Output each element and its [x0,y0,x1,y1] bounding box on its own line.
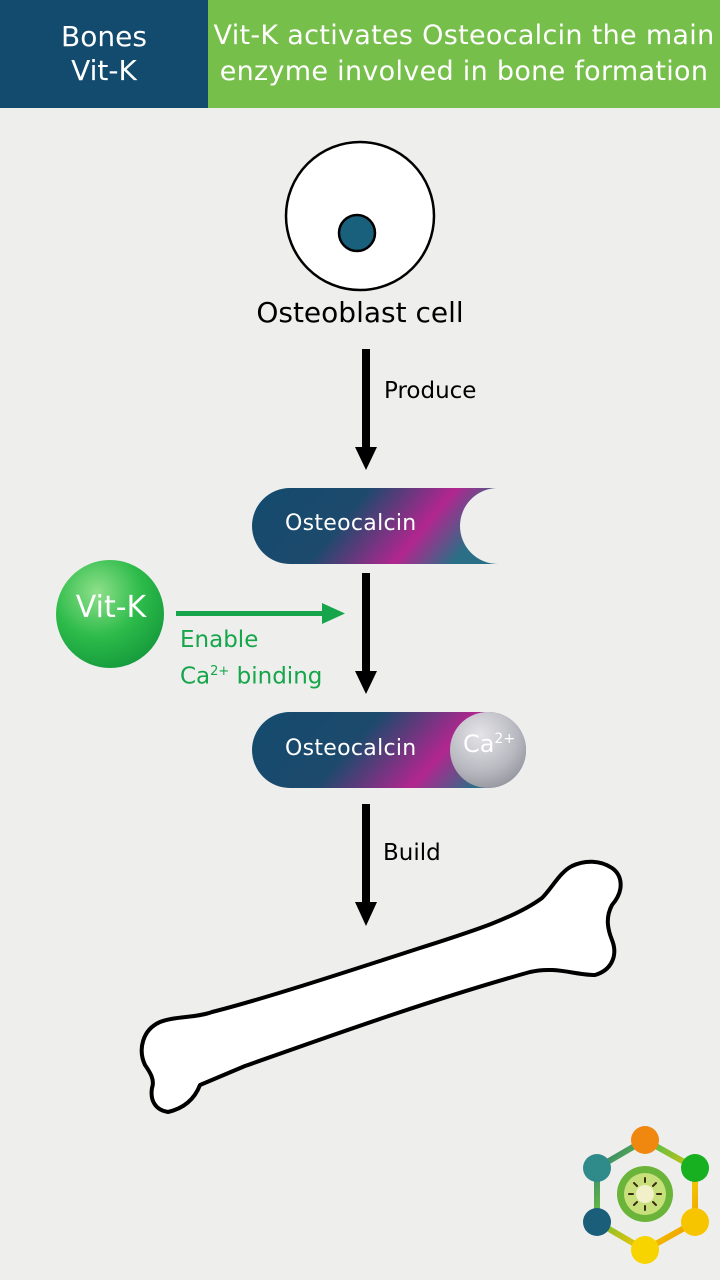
osteocalcin-label: Osteocalcin [285,511,417,536]
bone-icon [139,859,623,1114]
build-arrow [355,804,377,926]
cell-icon [284,140,436,292]
calcium-charge: 2+ [494,731,516,747]
binding-arrow [355,573,377,694]
produce-arrow [355,349,377,470]
vitamin-k-arrow [176,603,345,624]
header-bar: Bones Vit-K Vit-K activates Osteocalcin … [0,0,720,108]
enable-binding-label: Enable Ca2+ binding [180,624,322,693]
topic-tag-line2: Vit-K [71,54,137,87]
enable-line1: Enable [180,627,259,653]
build-label: Build [383,840,441,866]
osteocalcin-bound-label: Osteocalcin [285,736,417,761]
produce-label: Produce [384,378,477,404]
enable-charge: 2+ [210,664,230,679]
vitamin-k-label: Vit-K [75,590,147,625]
enable-ca: Ca [180,663,211,690]
topic-tag-line1: Bones [61,20,147,53]
page-title: Vit-K activates Osteocalcin the main enz… [208,0,720,108]
calcium-ion [450,712,526,788]
calcium-symbol: Ca [462,730,495,758]
calcium-label: Ca2+ [452,730,526,758]
enable-rest: binding [229,663,323,690]
cell-label: Osteoblast cell [256,296,464,329]
vitamin-k-ball [56,560,164,668]
topic-tag: Bones Vit-K [0,0,208,108]
enable-line2: Ca2+ binding [180,656,322,693]
osteocalcin-pill [252,488,498,564]
brand-logo-icon [583,1126,709,1264]
